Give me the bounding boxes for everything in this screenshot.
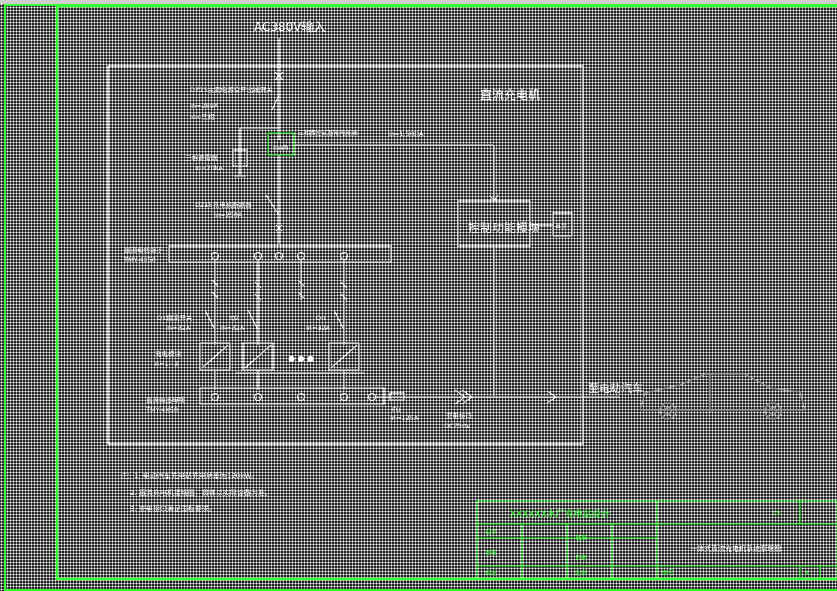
dc-input-bus	[168, 245, 392, 263]
note-2: 2. 直流充电机接线图，具体以实际设备为准。	[130, 488, 272, 497]
svg-text:校对: 校对	[485, 569, 497, 577]
main-breaker-label-1: DZ15主要电源空开出线开关	[190, 85, 273, 94]
title-block-cells: 设计 审核 校对 批准 日期 比例 图号 LS A	[485, 510, 810, 577]
qn-label-2: In=32A	[306, 324, 331, 332]
fuse-label: FU	[392, 406, 401, 414]
meter-note-1: 三相费控式智能电能表	[298, 129, 358, 137]
note-1: 注：1. 电动汽车充电站充电功率为120kW。	[120, 471, 258, 480]
display-label: 显示	[555, 223, 567, 230]
charger-breaker-label-1: DZ15充电机断路器	[195, 200, 252, 209]
input-label: AC380V输入	[254, 19, 326, 34]
charger-breaker-label-2: In=250A	[214, 211, 243, 219]
ellipsis-dots: ● ● ●	[288, 354, 314, 363]
control-module-label: 控制功能模块	[468, 221, 540, 235]
project-title: XXXXXX水厂充电站设计	[510, 508, 610, 520]
surge-arrester-icon	[232, 149, 248, 167]
svg-text:LS: LS	[773, 510, 780, 517]
svg-text:批准: 批准	[575, 534, 587, 542]
svg-text:设计: 设计	[485, 528, 497, 536]
output-connector-label-2: DC750V	[444, 422, 471, 430]
display-icon	[552, 212, 573, 237]
svg-text:A: A	[805, 570, 810, 577]
output-bus-label-1: 直流输出母线	[146, 395, 186, 404]
qn-label-1: Qn	[316, 314, 325, 322]
dc-bus-label-2: TMY-4X50	[123, 256, 156, 264]
main-breaker-label-2: In=280A	[190, 102, 219, 110]
main-breaker-symbol-icon	[274, 71, 284, 81]
electric-car-icon	[639, 373, 806, 420]
ev-label: 至电动汽车	[588, 381, 643, 395]
svg-text:比例: 比例	[575, 569, 587, 577]
kwh-label: kWh	[273, 144, 288, 152]
rectifier-label-2: n=1~3	[155, 360, 178, 368]
inner-frame	[55, 4, 837, 581]
main-breaker-label-3: Iδ=三相	[190, 112, 215, 121]
fuse-value: In=125A	[390, 414, 419, 422]
meter-note-2: In=1.5(6)A	[388, 130, 424, 138]
svg-text:审核: 审核	[485, 549, 497, 557]
title-block	[476, 500, 837, 580]
connector-icon	[454, 389, 473, 405]
notes: 注：1. 电动汽车充电站充电功率为120kW。 2. 直流充电机接线图，具体以实…	[120, 471, 272, 513]
charger-enclosure	[107, 65, 584, 445]
surge-label-1: 三相避雷器	[185, 153, 218, 162]
svg-text:日期: 日期	[575, 554, 587, 562]
outer-frame	[4, 4, 837, 591]
window-top-bar	[0, 0, 837, 4]
q1-label-1: Q1直流开关	[157, 313, 193, 322]
surge-label-2: In=20kA	[195, 164, 224, 172]
dc-bus-label-1: 直流母线端子	[124, 245, 164, 254]
output-arrow-icon	[546, 390, 557, 404]
q2-label-2: In=32A	[220, 324, 245, 332]
charger-label: 直流充电机	[480, 87, 540, 102]
svg-text:图号: 图号	[662, 570, 674, 577]
rectifier-label-1: 充电模块	[155, 349, 182, 358]
main-breaker-contact-icon	[271, 94, 280, 111]
rectifier-modules	[199, 342, 365, 374]
dc-output-bus	[199, 387, 385, 405]
module-branches	[204, 252, 348, 345]
note-3: 3. 充电接口满足国标要求。	[130, 504, 216, 513]
drawing-title: 一体式直流充电机系统原理图	[690, 544, 781, 553]
fuse-icon	[389, 392, 405, 401]
charger-breaker-x-icon	[275, 224, 283, 232]
q1-label-2: In=32A	[166, 324, 191, 332]
output-connector-label-1: 充电接口	[446, 411, 472, 420]
output-bus-label-2: TMY-4X50	[145, 406, 178, 414]
charger-breaker-contact-icon	[265, 194, 280, 216]
kwh-meter-icon	[267, 132, 295, 156]
q2-label-1: Q2	[230, 314, 239, 322]
output-bus-nodes	[211, 370, 376, 401]
